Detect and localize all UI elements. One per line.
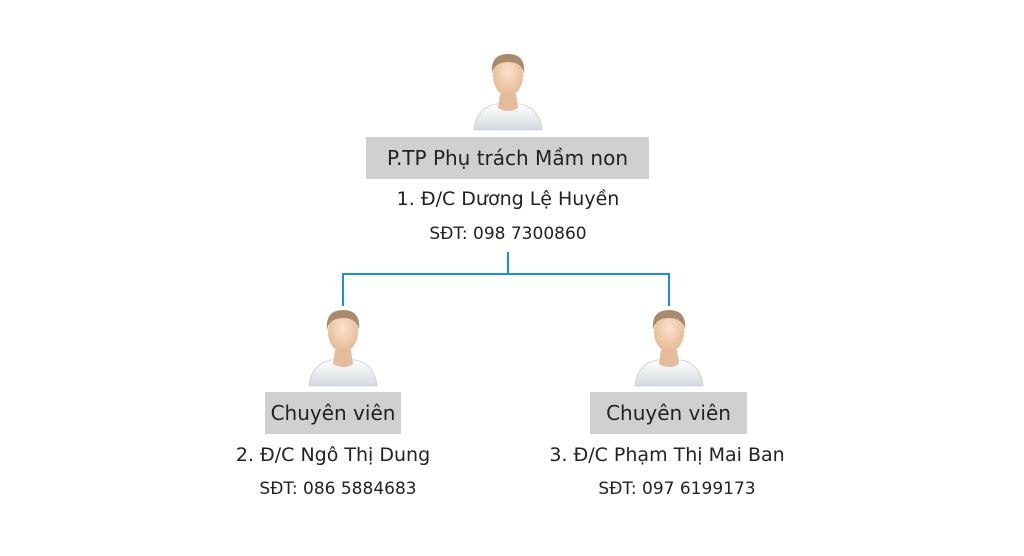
connector-vertical-left (342, 273, 344, 306)
connector-horizontal (342, 273, 670, 275)
person-name: 2. Đ/C Ngô Thị Dung (235, 444, 431, 466)
person-avatar-icon (629, 306, 709, 388)
person-phone: SĐT: 097 6199173 (598, 479, 756, 499)
person-avatar-icon (303, 306, 383, 388)
role-box: Chuyên viên (590, 392, 747, 434)
connector-vertical-top (507, 252, 509, 275)
role-box: P.TP Phụ trách Mầm non (366, 137, 649, 179)
person-name: 1. Đ/C Dương Lệ Huyền (396, 188, 620, 210)
connector-vertical-right (668, 273, 670, 306)
person-avatar-icon (468, 50, 548, 132)
role-box: Chuyên viên (265, 392, 401, 434)
person-name: 3. Đ/C Phạm Thị Mai Ban (549, 444, 785, 466)
person-phone: SĐT: 098 7300860 (429, 224, 587, 244)
person-phone: SĐT: 086 5884683 (259, 479, 417, 499)
